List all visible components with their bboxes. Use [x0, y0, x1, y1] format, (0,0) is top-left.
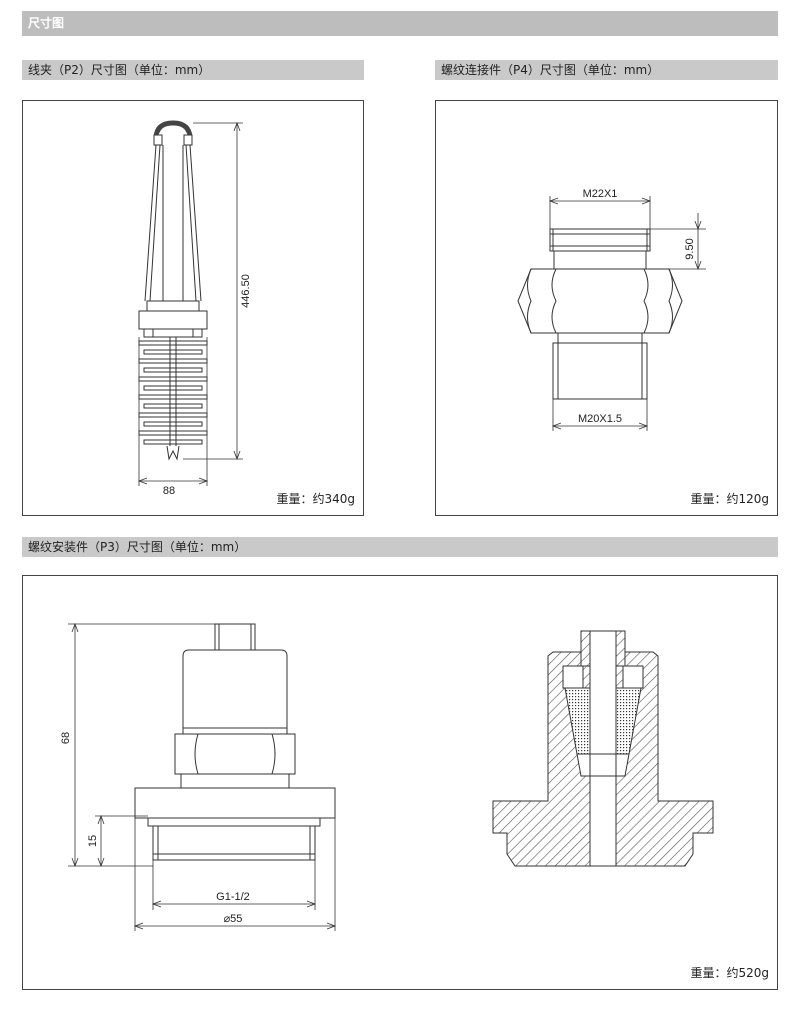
- weight-p2: 重量：约340g: [276, 492, 355, 506]
- clamp-fin: [143, 385, 203, 391]
- dim-bottom-thread-label: M20X1.5: [578, 413, 622, 425]
- clamp-fin: [138, 358, 208, 364]
- clamp-fin: [143, 349, 203, 355]
- weight-p3: 重量：约520g: [690, 966, 769, 980]
- clamp-fin: [143, 403, 203, 409]
- dim-diameter-p3-label: ⌀55: [224, 913, 243, 925]
- clamp-drawing: 446.50 88: [137, 120, 252, 497]
- section-title-p2-text: 线夹（P2）尺寸图（单位：mm）: [28, 63, 211, 77]
- clamp-fins: [138, 340, 208, 445]
- dim-thread-p3: [151, 860, 317, 910]
- dim-height-p2: [183, 121, 243, 461]
- clamp-fin: [138, 394, 208, 400]
- mount-drawing: 68 15 G1-1/2 ⌀55: [60, 622, 714, 931]
- clamp-fin: [138, 376, 208, 382]
- panel-p3-mount: 68 15 G1-1/2 ⌀55: [22, 575, 778, 990]
- clamp-fin: [143, 421, 203, 427]
- clamp-outline: [138, 120, 208, 461]
- connector-outline: [517, 228, 683, 400]
- panel-p2-clamp: 446.50 88 重量：约340g: [22, 100, 364, 516]
- dim-height-p2-label: 446.50: [240, 274, 252, 308]
- clamp-fin: [143, 439, 203, 445]
- dim-top-height: [650, 213, 706, 271]
- clamp-fin: [143, 367, 203, 373]
- section-title-p3-text: 螺纹安装件（P3）尺寸图（单位：mm）: [28, 540, 247, 554]
- dim-thread-height-p3-label: 15: [87, 835, 99, 847]
- section-title-p2: 线夹（P2）尺寸图（单位：mm）: [22, 60, 364, 80]
- mount-outline: [134, 623, 336, 861]
- weight-p4: 重量：约120g: [690, 492, 769, 506]
- panel-p4-connector: M22X1 9.50 M20X1.5 重量：约120g: [435, 100, 778, 516]
- section-title-p4-text: 螺纹连接件（P4）尺寸图（单位：mm）: [441, 63, 660, 77]
- section-title-p4: 螺纹连接件（P4）尺寸图（单位：mm）: [435, 60, 778, 80]
- dim-bottom-thread: [551, 399, 649, 431]
- clamp-fin: [138, 430, 208, 436]
- dim-top-thread-label: M22X1: [583, 188, 618, 200]
- dim-width-p2-label: 88: [163, 485, 175, 497]
- dim-width-p2: [137, 337, 209, 486]
- page-header: 尺寸图: [22, 11, 778, 36]
- clamp-fin: [138, 340, 208, 346]
- page-title: 尺寸图: [28, 16, 65, 30]
- dim-diameter-p3: [133, 818, 337, 931]
- section-title-p3: 螺纹安装件（P3）尺寸图（单位：mm）: [22, 537, 778, 557]
- connector-drawing: M22X1 9.50 M20X1.5: [517, 188, 706, 431]
- dim-height-p3-label: 68: [60, 732, 72, 744]
- dim-top-height-label: 9.50: [684, 238, 696, 259]
- clamp-fin: [138, 412, 208, 418]
- dim-height-p3: [68, 622, 215, 868]
- dim-thread-p3-label: G1-1/2: [216, 891, 250, 903]
- mount-section: [492, 630, 714, 867]
- dim-thread-height-p3: [95, 814, 148, 868]
- dim-top-thread: [548, 196, 652, 229]
